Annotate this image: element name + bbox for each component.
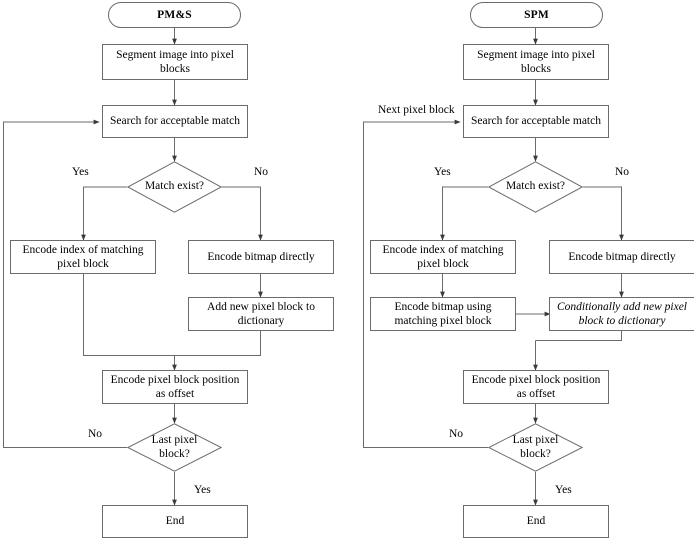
decision-last-block-label-spm: Last pixel block? [512,433,559,460]
decision-match-label-pms: Match exist? [144,180,205,193]
process-search-spm[interactable]: Search for acceptable match [463,105,609,138]
edge-label-next-pixel-block-text-spm: Next pixel block [378,104,455,116]
start-terminator-spm[interactable]: SPM [470,2,603,28]
edge-label-match-yes-text-pms: Yes [72,166,89,178]
decision-last-block-shape-spm [488,423,583,472]
decision-match-pms[interactable]: Match exist? [127,161,222,213]
decision-match-shape-pms [127,161,222,213]
process-conditionally-add-block-spm[interactable]: Conditionally add new pixel block to dic… [549,297,694,331]
process-encode-bitmap-spm[interactable]: Encode bitmap directly [549,240,694,274]
process-encode-offset-label-pms: Encode pixel block position as offset [110,373,240,400]
process-encode-bitmap-label-pms: Encode bitmap directly [207,250,315,263]
process-encode-bitmap-label-spm: Encode bitmap directly [568,250,676,263]
edge-label-match-yes-text-spm: Yes [434,166,451,178]
decision-last-block-label-pms: Last pixel block? [151,433,198,460]
edge-label-next-pixel-block-spm: Next pixel block [378,104,455,117]
process-segment-pms[interactable]: Segment image into pixel blocks [102,44,248,80]
start-terminator-label-spm: SPM [524,8,549,21]
edge-label-last-yes-pms: Yes [194,484,211,497]
process-search-pms[interactable]: Search for acceptable match [102,105,248,138]
start-terminator-label-pms: PM&S [157,8,192,21]
process-encode-index-label-spm: Encode index of matching pixel block [382,243,504,270]
edge-label-match-no-spm: No [615,166,630,179]
process-encode-index-label-pms: Encode index of matching pixel block [22,243,144,270]
process-encode-using-match-spm[interactable]: Encode bitmap using matching pixel block [370,297,516,331]
decision-match-spm[interactable]: Match exist? [488,161,583,213]
start-terminator-pms[interactable]: PM&S [108,2,241,28]
process-encode-bitmap-pms[interactable]: Encode bitmap directly [188,240,334,274]
process-segment-label-spm: Segment image into pixel blocks [477,48,595,75]
edge-label-last-yes-text-pms: Yes [194,484,211,496]
edge-label-match-yes-pms: Yes [72,166,89,179]
process-encode-offset-spm[interactable]: Encode pixel block position as offset [463,370,609,404]
process-search-label-spm: Search for acceptable match [471,115,601,128]
edge-label-match-no-text-spm: No [615,166,630,178]
process-search-label-pms: Search for acceptable match [110,115,240,128]
end-terminator-label-pms: End [165,515,185,528]
decision-match-label-spm: Match exist? [505,180,566,193]
decision-last-block-pms[interactable]: Last pixel block? [127,423,222,472]
process-encode-using-match-label-spm: Encode bitmap using matching pixel block [394,300,492,327]
process-encode-offset-pms[interactable]: Encode pixel block position as offset [102,370,248,404]
edge-label-last-no-text-spm: No [449,428,464,440]
end-terminator-label-spm: End [526,515,546,528]
process-add-block-pms[interactable]: Add new pixel block to dictionary [188,297,334,331]
decision-last-block-spm[interactable]: Last pixel block? [488,423,583,472]
edge-label-last-yes-spm: Yes [555,484,572,497]
end-terminator-spm[interactable]: End [463,505,609,538]
decision-match-shape-spm [488,161,583,213]
decision-last-block-shape-pms [127,423,222,472]
process-encode-index-pms[interactable]: Encode index of matching pixel block [10,240,156,274]
process-encode-offset-label-spm: Encode pixel block position as offset [471,373,601,400]
process-add-block-label-pms: Add new pixel block to dictionary [207,300,315,327]
edge-label-last-no-pms: No [88,428,103,441]
edge-label-match-no-pms: No [254,166,269,179]
edge-label-match-no-text-pms: No [254,166,269,178]
end-terminator-pms[interactable]: End [102,505,248,538]
process-segment-spm[interactable]: Segment image into pixel blocks [463,44,609,80]
edge-label-last-no-spm: No [449,428,464,441]
edge-label-last-yes-text-spm: Yes [555,484,572,496]
process-encode-index-spm[interactable]: Encode index of matching pixel block [370,240,516,274]
edge-label-match-yes-spm: Yes [434,166,451,179]
process-conditionally-add-block-label-spm: Conditionally add new pixel block to dic… [557,300,687,327]
edge-label-last-no-text-pms: No [88,428,103,440]
process-segment-label-pms: Segment image into pixel blocks [116,48,234,75]
